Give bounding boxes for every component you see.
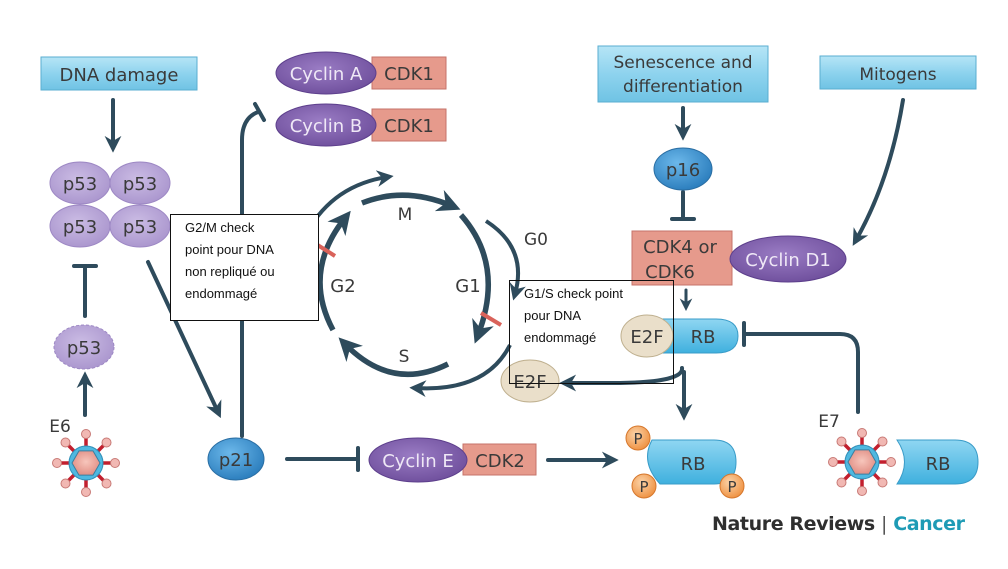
virus-spike-tip bbox=[836, 477, 847, 488]
pathway-arrows bbox=[72, 98, 905, 472]
e2f-free-label: E2F bbox=[513, 372, 546, 393]
senescence-label-line2: differentiation bbox=[623, 77, 743, 97]
arc-s-phase bbox=[338, 337, 450, 377]
p16-node: p16 bbox=[653, 147, 713, 191]
arrow-p53-to-p21 bbox=[146, 260, 222, 419]
phosphate-group: P bbox=[719, 473, 745, 499]
credit-separator: | bbox=[880, 513, 887, 535]
phase-label-s: S bbox=[399, 347, 410, 367]
virus-spike-tip bbox=[81, 429, 91, 439]
p53-label: p53 bbox=[123, 217, 157, 238]
g1s-checkpoint-bar bbox=[479, 311, 503, 327]
p21-label: p21 bbox=[219, 450, 253, 471]
virus-spike-tip bbox=[857, 486, 867, 496]
senescence-box: Senescence and differentiation bbox=[597, 45, 769, 103]
phase-label-g1: G1 bbox=[455, 276, 480, 297]
virus-spike-tip bbox=[101, 437, 112, 448]
journal-credit: Nature Reviews | Cancer bbox=[712, 513, 965, 535]
phosphate-label: P bbox=[639, 478, 648, 496]
cdk1-label: CDK1 bbox=[384, 116, 434, 137]
dna-damage-label: DNA damage bbox=[60, 65, 179, 86]
virus-spike-tip bbox=[101, 478, 112, 489]
p16-label: p16 bbox=[666, 160, 700, 181]
cdk4-label: CDK4 or bbox=[643, 237, 717, 258]
phase-label-g2: G2 bbox=[330, 276, 355, 297]
hpv-virus-e7-icon bbox=[828, 428, 896, 496]
phase-label-m: M bbox=[398, 205, 413, 225]
p53-monomer: p53 bbox=[53, 324, 115, 370]
phase-label-g0: G0 bbox=[524, 230, 548, 250]
virus-spike-tip bbox=[828, 457, 838, 467]
rb-phosphorylated: RB P P P bbox=[625, 425, 745, 499]
virus-spike-tip bbox=[877, 477, 888, 488]
hpv-virus-e6-icon bbox=[52, 429, 120, 497]
virus-spike-tip bbox=[110, 458, 120, 468]
rb-e7-label: RB bbox=[926, 454, 951, 475]
cdk2-label: CDK2 bbox=[475, 451, 525, 472]
virus-spike-tip bbox=[60, 478, 71, 489]
cyclin-b-cdk1-complex: CDK1 Cyclin B bbox=[275, 103, 447, 147]
publisher-name: Nature Reviews bbox=[712, 513, 875, 535]
arrow-mitogens-to-cyclin-d1 bbox=[852, 98, 905, 246]
virus-spike-tip bbox=[886, 457, 896, 467]
phosphate-label: P bbox=[633, 430, 642, 448]
rb-phospho-label: RB bbox=[681, 454, 706, 475]
cyclin-e-label: Cyclin E bbox=[382, 451, 454, 472]
arc-g0-return bbox=[484, 219, 526, 301]
mitogens-label: Mitogens bbox=[859, 65, 936, 85]
p53-label: p53 bbox=[63, 217, 97, 238]
virus-spike-tip bbox=[81, 487, 91, 497]
e2f-bound-label: E2F bbox=[630, 327, 663, 348]
p53-monomer-label: p53 bbox=[67, 338, 101, 359]
virus-spike-tip bbox=[877, 436, 888, 447]
cyclin-b-label: Cyclin B bbox=[290, 116, 363, 137]
g2m-checkpoint-bar bbox=[314, 242, 337, 258]
p53-label: p53 bbox=[63, 174, 97, 195]
p53-tetramer: p53 p53 p53 p53 bbox=[49, 161, 171, 248]
e2f-rb-complex: RB E2F bbox=[620, 314, 739, 358]
phosphate-label: P bbox=[727, 478, 736, 496]
inhibit-p21-to-cyclin-b bbox=[240, 110, 260, 438]
inhibit-e7-to-rb bbox=[742, 332, 860, 414]
e2f-free: E2F bbox=[500, 359, 560, 403]
cdk46-cyclin-d1-complex: CDK4 or CDK6 Cyclin D1 bbox=[631, 230, 847, 286]
cyclin-a-cdk1-complex: CDK1 Cyclin A bbox=[275, 51, 447, 95]
arc-g2-phase bbox=[317, 210, 351, 332]
mitogens-box: Mitogens bbox=[819, 55, 977, 90]
phosphate-group: P bbox=[625, 425, 651, 451]
g1s-checkpoint-annotation: G1/S check point pour DNA endommagé bbox=[509, 280, 674, 384]
e6-label: E6 bbox=[49, 417, 71, 437]
cdk1-label: CDK1 bbox=[384, 64, 434, 85]
virus-spike-tip bbox=[52, 458, 62, 468]
cell-cycle-wheel bbox=[302, 170, 526, 397]
p21-node: p21 bbox=[207, 437, 265, 481]
arc-m-phase bbox=[360, 189, 461, 212]
rb-bound-e7: RB bbox=[896, 439, 979, 485]
virus-core bbox=[71, 450, 101, 476]
senescence-label-line1: Senescence and bbox=[613, 53, 752, 73]
g2m-checkpoint-annotation: G2/M check point pour DNA non repliqué o… bbox=[170, 214, 319, 321]
cyclin-a-label: Cyclin A bbox=[290, 64, 363, 85]
e7-label: E7 bbox=[818, 412, 840, 432]
rb-bound-label: RB bbox=[691, 327, 716, 348]
virus-spike-tip bbox=[60, 437, 71, 448]
virus-core bbox=[847, 449, 877, 475]
cyclin-e-cdk2-complex: CDK2 Cyclin E bbox=[368, 437, 537, 483]
journal-name: Cancer bbox=[893, 513, 965, 535]
p53-label: p53 bbox=[123, 174, 157, 195]
arrow-rb-to-e2f-free bbox=[559, 366, 684, 392]
arc-outer-bottom bbox=[409, 344, 512, 397]
phosphate-group: P bbox=[631, 473, 657, 499]
virus-spike-tip bbox=[836, 436, 847, 447]
arc-g1-phase bbox=[458, 213, 494, 344]
cdk6-label: CDK6 bbox=[645, 262, 695, 283]
cyclin-d1-label: Cyclin D1 bbox=[745, 250, 831, 271]
virus-spike-tip bbox=[857, 428, 867, 438]
inhibit-bar-cyclin-b bbox=[253, 102, 266, 122]
dna-damage-box: DNA damage bbox=[40, 56, 198, 91]
